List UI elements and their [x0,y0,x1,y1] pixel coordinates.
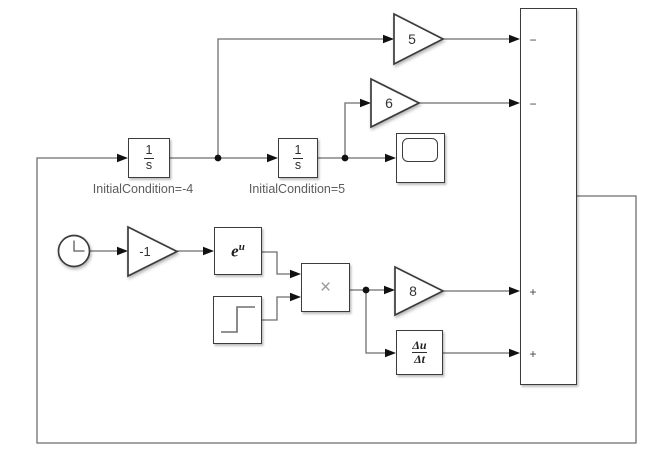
clock-hands-icon [73,240,85,252]
integrator1-denominator: s [143,157,155,172]
wire-step-to-product[interactable] [262,296,292,321]
wire-branch-to-gain6[interactable] [344,102,362,158]
branch-dot-2 [341,154,349,162]
arrowhead-into-derivative [385,348,396,358]
integrator2-numerator: 1 [294,142,302,157]
gain8-label: 8 [409,283,417,299]
integrator1-caption[interactable]: InitialCondition=-4 [92,182,194,196]
integrator1-block[interactable]: 1 s [128,138,170,178]
exp-block[interactable]: eu [214,227,262,275]
scope-screen-icon [402,138,438,162]
gain6-block[interactable] [370,77,421,129]
gain-neg1-block[interactable] [127,225,179,278]
exp-superscript: u [238,240,245,253]
gain8-block[interactable] [394,265,445,317]
arrowhead-into-sum-2 [509,98,520,108]
sum-sign-4: + [529,347,537,361]
derivative-denominator: Δt [412,352,427,366]
arrowhead-into-gain6 [360,98,371,108]
integrator2-caption[interactable]: InitialCondition=5 [248,182,346,196]
arrowhead-into-sum-4 [509,348,520,358]
wire-exp-to-product[interactable] [262,251,292,275]
arrowhead-into-sum-3 [509,286,520,296]
branch-dot-1 [214,154,222,162]
arrowhead-into-integrator2 [267,153,278,163]
derivative-expression: Δu Δt [410,337,428,366]
arrowhead-into-product-1 [290,269,301,279]
arrowhead-into-scope [385,153,396,163]
branch-dot-3 [362,286,370,294]
scope-block[interactable] [396,133,445,183]
integrator2-transfer-fn: 1 s [292,142,304,173]
integrator1-numerator: 1 [145,142,153,157]
gain6-label: 6 [385,95,393,111]
step-icon [221,306,255,333]
wire-branch-to-derivative[interactable] [365,290,387,354]
product-block[interactable]: × [301,263,350,312]
wire-branch-to-gain5[interactable] [217,38,385,158]
sum-sign-3: + [529,285,537,299]
arrowhead-into-sum-1 [509,34,520,44]
gain5-label: 5 [408,31,416,47]
arrowhead-into-gain8 [384,285,395,295]
integrator2-denominator: s [292,157,304,172]
arrowhead-into-gain5 [383,34,394,44]
wire-feedback[interactable] [36,157,637,444]
exp-expression: eu [231,241,245,262]
sum-block[interactable]: − − + + [520,8,577,385]
gain-neg1-label: -1 [139,244,151,259]
arrowhead-into-exp [203,246,214,256]
gain5-block[interactable] [393,12,445,66]
arrowhead-into-gain-neg1 [117,246,128,256]
arrowhead-into-product-2 [290,292,301,302]
derivative-numerator: Δu [412,337,427,352]
integrator2-block[interactable]: 1 s [278,138,318,178]
sum-sign-1: − [529,33,537,47]
sum-sign-2: − [529,97,537,111]
integrator1-transfer-fn: 1 s [143,142,155,173]
step-block[interactable] [213,296,262,344]
arrowhead-into-integrator1 [117,153,128,163]
product-symbol: × [319,276,332,298]
derivative-block[interactable]: Δu Δt [396,330,443,375]
exp-base: e [231,241,239,261]
